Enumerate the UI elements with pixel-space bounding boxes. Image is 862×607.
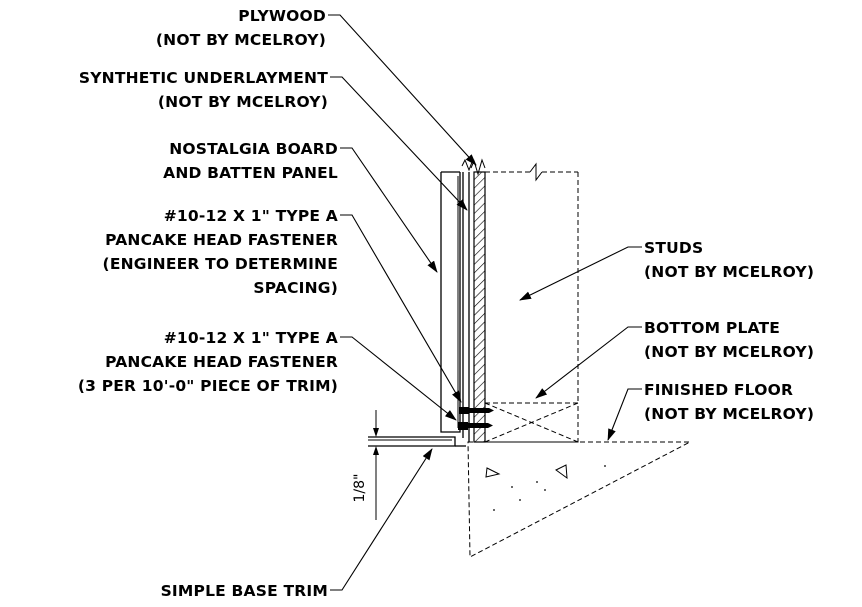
svg-text:SIMPLE BASE TRIM: SIMPLE BASE TRIM [161,582,328,600]
leader-plywood [328,14,477,166]
svg-text:(NOT BY MCELROY): (NOT BY MCELROY) [644,405,814,423]
svg-text:PLYWOOD: PLYWOOD [238,7,326,25]
dimension-mark: 1/8" [352,410,381,520]
label-panel: NOSTALGIA BOARD AND BATTEN PANEL [163,140,338,182]
svg-text:STUDS: STUDS [644,239,703,257]
label-studs: STUDS (NOT BY MCELROY) [644,239,814,281]
svg-text:SPACING): SPACING) [253,279,338,297]
svg-text:NOSTALGIA BOARD: NOSTALGIA BOARD [169,140,338,158]
concrete-slab-shape [467,441,691,558]
svg-text:AND BATTEN PANEL: AND BATTEN PANEL [163,164,338,182]
svg-text:BOTTOM PLATE: BOTTOM PLATE [644,319,780,337]
svg-text:FINISHED FLOOR: FINISHED FLOOR [644,381,793,399]
dimension-label: 1/8" [352,474,368,503]
leader-finished-floor [607,388,642,441]
svg-text:#10-12 X 1" TYPE A: #10-12 X 1" TYPE A [164,207,338,225]
label-underlayment: SYNTHETIC UNDERLAYMENT (NOT BY MCELROY) [79,69,328,111]
label-bottom-plate: BOTTOM PLATE (NOT BY MCELROY) [644,319,814,361]
panel-shape [440,171,464,438]
fastener-lower-shape [458,422,493,430]
leader-bottom-plate [535,326,642,399]
leader-fastener-upper [340,214,462,403]
svg-text:(NOT BY MCELROY): (NOT BY MCELROY) [156,31,326,49]
svg-text:SYNTHETIC UNDERLAYMENT: SYNTHETIC UNDERLAYMENT [79,69,328,87]
leader-panel [340,147,438,273]
leader-fastener-lower [340,336,457,421]
leader-studs [519,246,642,301]
label-fastener-upper: #10-12 X 1" TYPE A PANCAKE HEAD FASTENER… [103,207,338,297]
label-plywood: PLYWOOD (NOT BY MCELROY) [156,7,326,49]
plywood-shape [470,158,486,443]
label-finished-floor: FINISHED FLOOR (NOT BY MCELROY) [644,381,814,423]
bottom-plate-shape [484,402,579,443]
base-trim-shape [368,436,466,447]
label-base-trim: SIMPLE BASE TRIM [161,582,328,600]
leader-underlayment [330,76,468,211]
fastener-upper-shape [459,407,494,414]
svg-text:(NOT BY MCELROY): (NOT BY MCELROY) [158,93,328,111]
leader-base-trim [330,448,433,591]
svg-text:#10-12 X 1" TYPE A: #10-12 X 1" TYPE A [164,329,338,347]
studs-shape [485,162,579,403]
svg-text:(3 PER 10'-0" PIECE OF TRIM): (3 PER 10'-0" PIECE OF TRIM) [78,377,338,395]
svg-text:(ENGINEER TO DETERMINE: (ENGINEER TO DETERMINE [103,255,338,273]
svg-text:PANCAKE HEAD FASTENER: PANCAKE HEAD FASTENER [105,353,338,371]
label-fastener-lower: #10-12 X 1" TYPE A PANCAKE HEAD FASTENER… [78,329,338,395]
svg-text:(NOT BY MCELROY): (NOT BY MCELROY) [644,343,814,361]
svg-text:PANCAKE HEAD FASTENER: PANCAKE HEAD FASTENER [105,231,338,249]
svg-text:(NOT BY MCELROY): (NOT BY MCELROY) [644,263,814,281]
